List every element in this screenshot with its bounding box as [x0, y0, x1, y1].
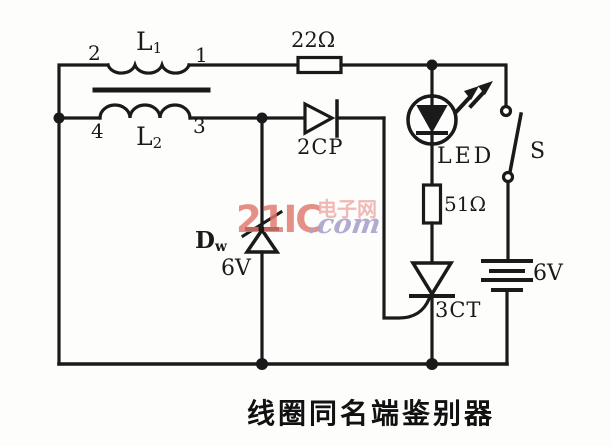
thyristor-gate-wire: [382, 116, 432, 320]
inductor-L2: [98, 103, 192, 120]
diode-2CP: [303, 101, 336, 136]
diode-2CP-label: 2CP: [297, 135, 344, 159]
led-triangle: [416, 105, 448, 134]
wire-top-right: [339, 63, 508, 108]
switch-contact-top: [499, 104, 513, 118]
battery-voltage-label: 6V: [533, 261, 563, 286]
wire-left-and-top: [57, 63, 110, 366]
zener-diagonal-tick: [240, 209, 284, 239]
resistor-22ohm: [296, 55, 343, 75]
battery-6v: [481, 259, 533, 292]
switch-blade: [507, 111, 524, 175]
thyristor-3CT: [409, 261, 455, 298]
resistor-51ohm: [421, 183, 443, 225]
zener-voltage-label: 6V: [221, 256, 251, 281]
inductor-L2-label: L2: [136, 122, 163, 152]
terminal-3-label: 3: [193, 114, 206, 138]
terminal-1-label: 1: [195, 43, 208, 67]
inductor-L1-label: L1: [136, 27, 163, 57]
thyristor-3CT-label: 3CT: [435, 298, 482, 322]
led-label: LED: [437, 144, 495, 169]
switch-contact-bottom: [501, 170, 515, 184]
figure-caption: 线圈同名端鉴别器: [247, 397, 496, 430]
zener-Dw-label: Dw: [195, 227, 227, 255]
terminal-2-label: 2: [88, 41, 101, 65]
switch-S-label: S: [530, 139, 546, 164]
inductor-L1: [105, 60, 192, 75]
terminal-4-label: 4: [91, 119, 104, 143]
junction-dots: [53, 59, 438, 370]
light-arrows-icon: [454, 81, 493, 114]
resistor-51ohm-label: 51Ω: [444, 192, 487, 216]
resistor-22ohm-label: 22Ω: [291, 28, 336, 52]
zener-Dw: [243, 226, 281, 254]
